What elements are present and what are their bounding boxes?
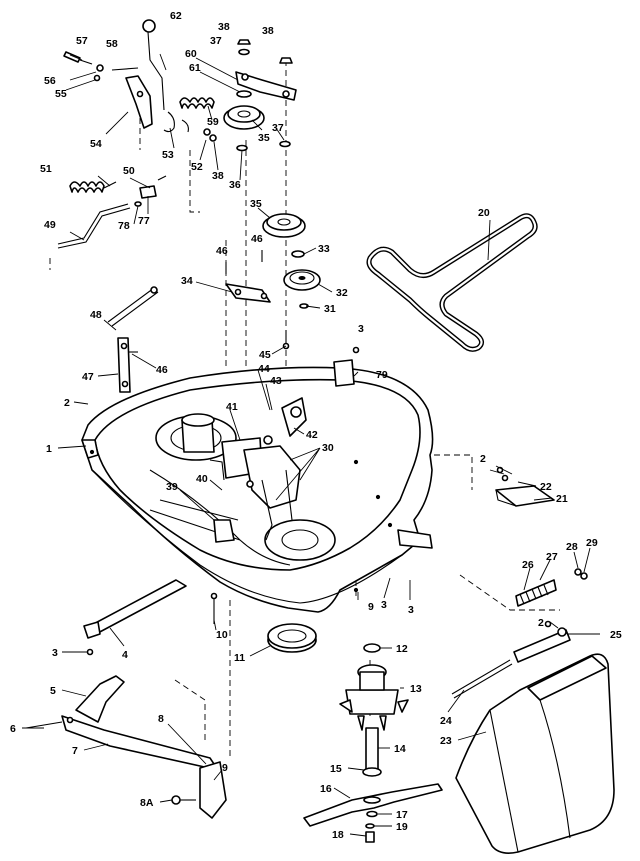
callout-25: 25 <box>610 629 622 641</box>
callout-4: 4 <box>122 649 128 661</box>
callout-45: 45 <box>259 349 271 361</box>
lower-left-parts <box>25 579 317 819</box>
lift-linkage <box>57 19 217 393</box>
callout-3: 3 <box>358 323 364 335</box>
leader-lines <box>22 53 600 837</box>
callout-39: 39 <box>166 481 178 493</box>
callout-16: 16 <box>320 783 332 795</box>
callout-62: 62 <box>170 10 182 22</box>
callout-2: 2 <box>538 617 544 629</box>
callout-labels: 62 38 37 38 57 58 60 61 56 55 59 37 54 3… <box>10 10 622 841</box>
callout-22: 22 <box>540 481 552 493</box>
callout-36: 36 <box>229 179 241 191</box>
callout-23: 23 <box>440 735 452 747</box>
callout-34: 34 <box>181 275 193 287</box>
callout-37: 37 <box>210 35 222 47</box>
callout-3: 3 <box>381 599 387 611</box>
callout-8A: 8A <box>140 797 154 809</box>
callout-3: 3 <box>52 647 58 659</box>
callout-58: 58 <box>106 38 118 50</box>
callout-6: 6 <box>10 723 16 735</box>
callout-21: 21 <box>556 493 568 505</box>
callout-10: 10 <box>216 629 228 641</box>
callout-37: 37 <box>272 122 284 134</box>
callout-46: 46 <box>156 364 168 376</box>
callout-56: 56 <box>44 75 56 87</box>
callout-20: 20 <box>478 207 490 219</box>
callout-60: 60 <box>185 48 197 60</box>
callout-24: 24 <box>440 715 452 727</box>
callout-43: 43 <box>270 375 282 387</box>
callout-78: 78 <box>118 220 130 232</box>
callout-17: 17 <box>396 809 408 821</box>
callout-55: 55 <box>55 88 67 100</box>
callout-28: 28 <box>566 541 578 553</box>
callout-2: 2 <box>64 397 70 409</box>
callout-35: 35 <box>250 198 262 210</box>
callout-9: 9 <box>368 601 374 613</box>
callout-47: 47 <box>82 371 94 383</box>
spindle-and-blade <box>303 643 443 843</box>
callout-77: 77 <box>138 215 150 227</box>
callout-50: 50 <box>123 165 135 177</box>
callout-40: 40 <box>196 473 208 485</box>
callout-1: 1 <box>46 443 52 455</box>
callout-18: 18 <box>332 829 344 841</box>
right-side-parts <box>333 346 588 699</box>
callout-44: 44 <box>258 363 270 375</box>
callout-2: 2 <box>480 453 486 465</box>
callout-49: 49 <box>44 219 56 231</box>
callout-46: 46 <box>216 245 228 257</box>
callout-32: 32 <box>336 287 348 299</box>
callout-38: 38 <box>262 25 274 37</box>
callout-5: 5 <box>50 685 56 697</box>
callout-30: 30 <box>322 442 334 454</box>
discharge-chute <box>455 653 615 854</box>
callout-12: 12 <box>396 643 408 655</box>
callout-38: 38 <box>218 21 230 33</box>
callout-8: 8 <box>158 713 164 725</box>
callout-46: 46 <box>251 233 263 245</box>
callout-11: 11 <box>234 652 245 664</box>
deck-belt <box>366 213 538 352</box>
deck-pulleys-and-brackets <box>223 39 321 350</box>
callout-19: 19 <box>396 821 408 833</box>
callout-35: 35 <box>258 132 270 144</box>
spindle-and-idler-assembly <box>181 397 307 543</box>
callout-48: 48 <box>90 309 102 321</box>
callout-54: 54 <box>90 138 102 150</box>
callout-13: 13 <box>410 683 422 695</box>
callout-42: 42 <box>306 429 318 441</box>
callout-14: 14 <box>394 743 406 755</box>
callout-38: 38 <box>212 170 224 182</box>
callout-57: 57 <box>76 35 88 47</box>
callout-31: 31 <box>324 303 336 315</box>
callout-41: 41 <box>226 401 238 413</box>
callout-79: 79 <box>376 369 388 381</box>
callout-9: 9 <box>222 762 228 774</box>
callout-3: 3 <box>408 604 414 616</box>
callout-7: 7 <box>72 745 78 757</box>
callout-59: 59 <box>207 116 219 128</box>
callout-53: 53 <box>162 149 174 161</box>
callout-61: 61 <box>189 62 201 74</box>
callout-15: 15 <box>330 763 342 775</box>
callout-26: 26 <box>522 559 534 571</box>
callout-29: 29 <box>586 537 598 549</box>
callout-33: 33 <box>318 243 330 255</box>
callout-51: 51 <box>40 163 52 175</box>
callout-27: 27 <box>546 551 558 563</box>
callout-52: 52 <box>191 161 203 173</box>
